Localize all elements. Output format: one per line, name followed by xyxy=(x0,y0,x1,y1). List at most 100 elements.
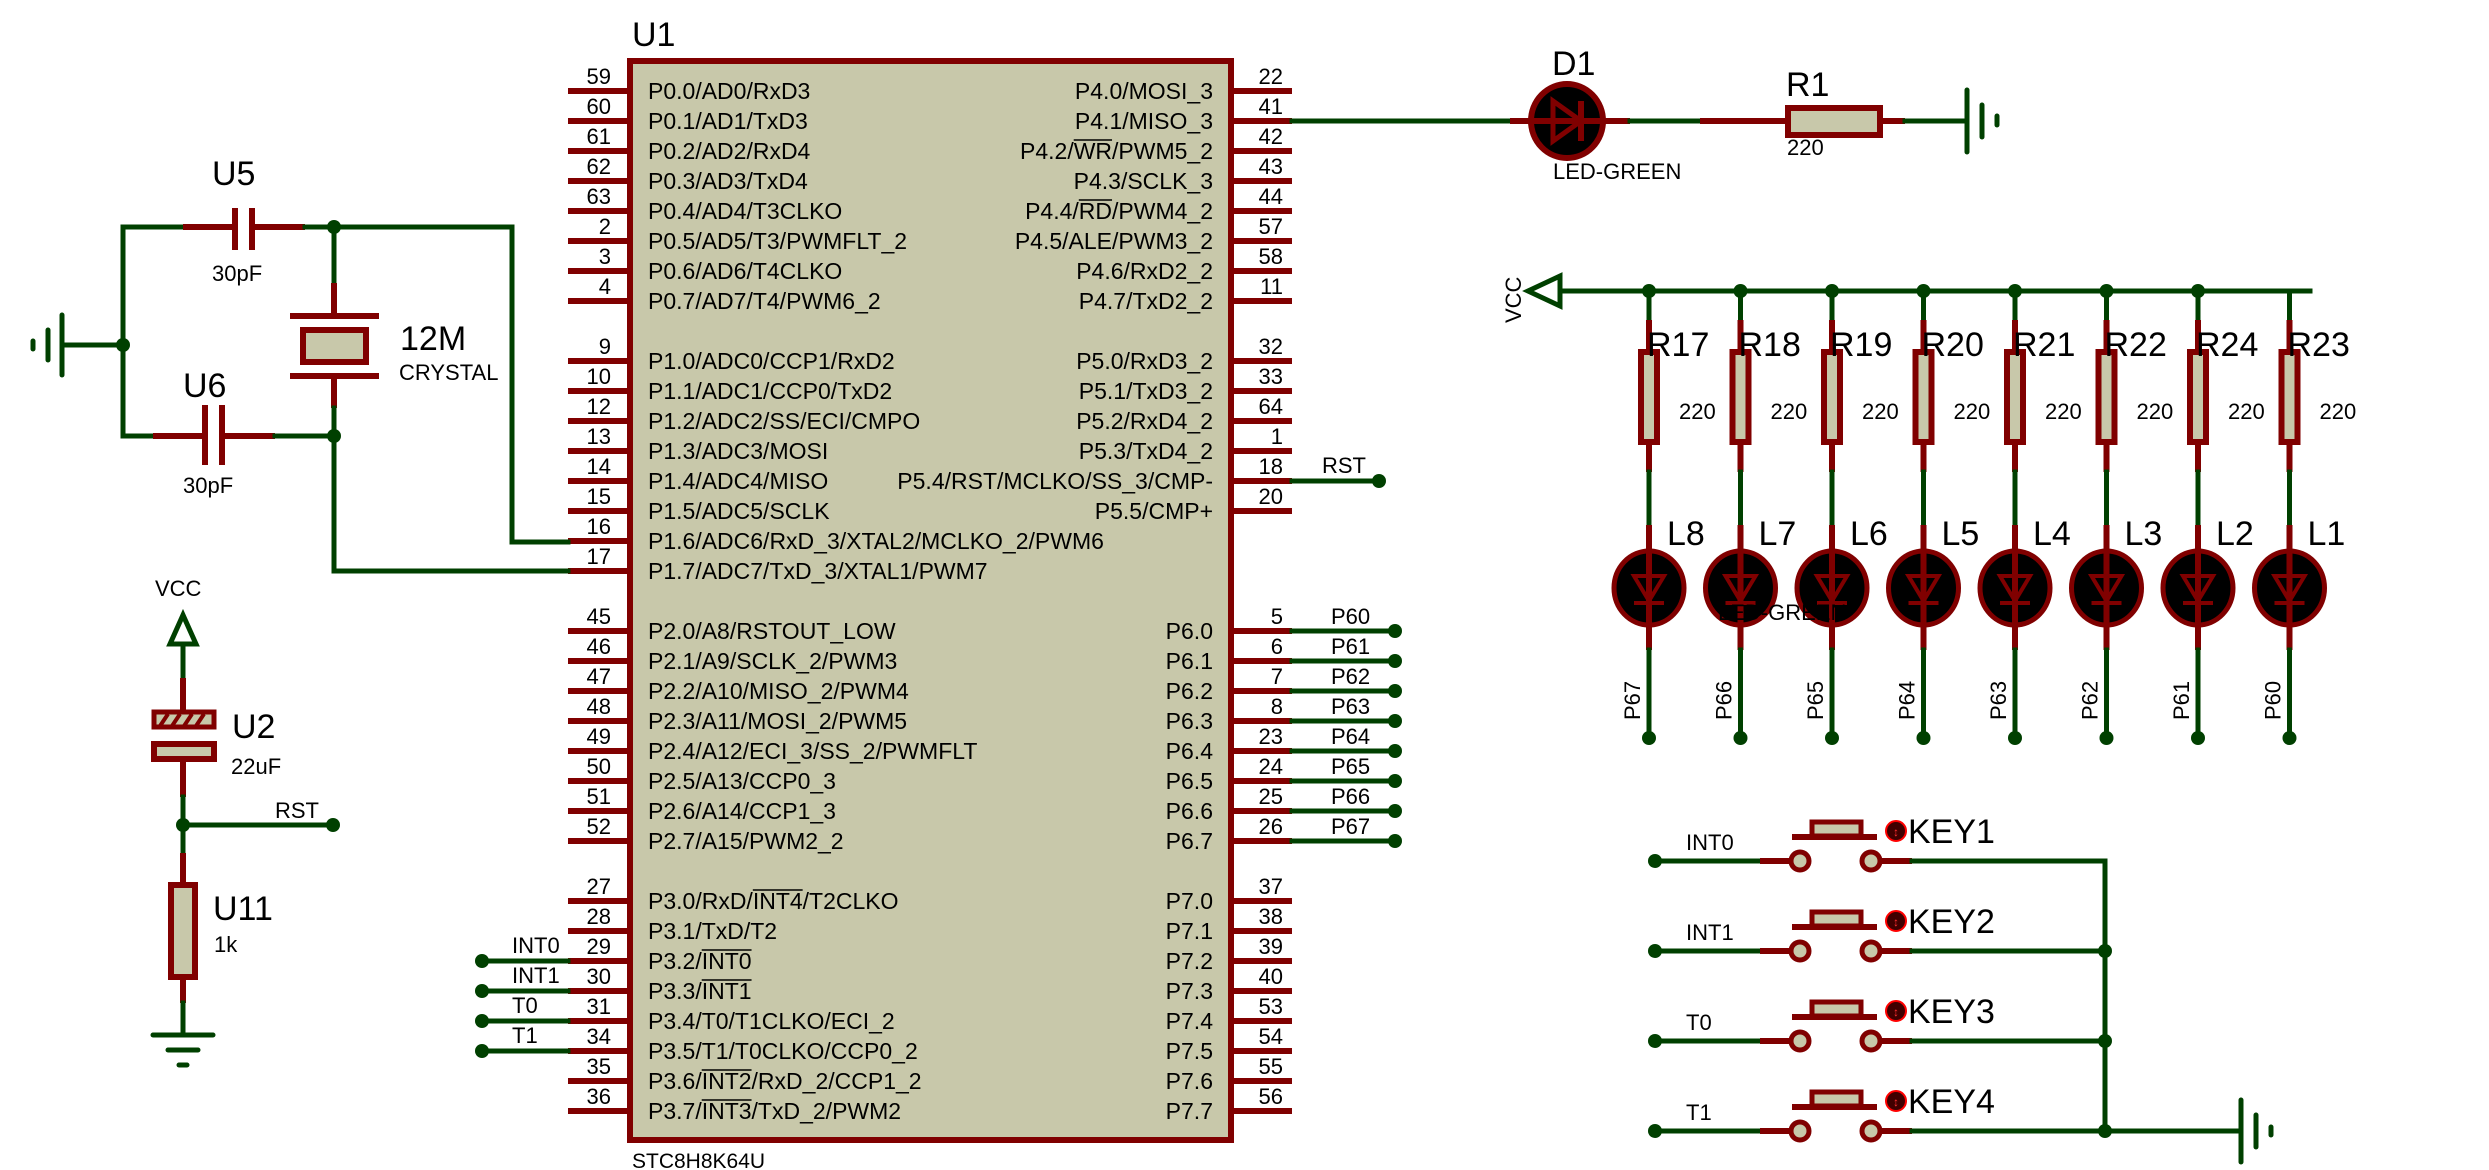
u1-pin-4[interactable]: 4P0.7/AD7/T4/PWM6_2 xyxy=(568,274,881,314)
net-stub-T1[interactable]: T1 xyxy=(475,1023,571,1058)
net-terminal[interactable] xyxy=(1916,731,1931,745)
u1-pin-1[interactable]: 1P5.3/TxD4_2 xyxy=(1079,424,1292,464)
net-terminal[interactable] xyxy=(1388,624,1402,638)
net-terminal[interactable] xyxy=(1388,744,1402,758)
resistor-body[interactable] xyxy=(1821,349,1843,445)
u2-plate-negative[interactable] xyxy=(151,741,217,762)
key-button[interactable] xyxy=(1809,999,1864,1019)
key-toggle-marker-icon[interactable] xyxy=(1885,1090,1907,1112)
net-stub-P67[interactable]: P67 xyxy=(1289,814,1402,848)
key-button[interactable] xyxy=(1809,1089,1864,1109)
net-stub-T0[interactable]: T0 xyxy=(475,993,571,1028)
net-terminal[interactable] xyxy=(2282,731,2297,745)
net-stub-P61[interactable]: P61 xyxy=(1289,634,1402,668)
u1-pin-9[interactable]: 9P1.0/ADC0/CCP1/RxD2 xyxy=(568,334,895,374)
net-terminal[interactable] xyxy=(1388,834,1402,848)
key-toggle-marker-icon[interactable] xyxy=(1885,910,1907,932)
u1-pin-8[interactable]: 8P6.3 xyxy=(1166,694,1292,734)
net-terminal[interactable] xyxy=(475,954,489,968)
resistor-body[interactable] xyxy=(2095,349,2118,445)
net-stub-P64[interactable]: P64 xyxy=(1289,724,1402,758)
net-terminal[interactable] xyxy=(1388,654,1402,668)
net-stub-P62[interactable]: P62 xyxy=(1289,664,1402,698)
key-toggle-marker-icon[interactable] xyxy=(1885,820,1907,842)
net-stub-INT1[interactable]: INT1 xyxy=(475,963,571,998)
u1-microcontroller[interactable]: U1 59P0.0/AD0/RxD360P0.1/AD1/TxD361P0.2/… xyxy=(475,16,1402,1170)
net-terminal[interactable] xyxy=(1388,774,1402,788)
net-terminal[interactable] xyxy=(1388,804,1402,818)
net-terminal[interactable] xyxy=(1372,474,1386,488)
net-terminal[interactable] xyxy=(475,984,489,998)
net-stub-P60[interactable]: P60 xyxy=(1289,604,1402,638)
rst-terminal[interactable] xyxy=(326,818,340,832)
net-terminal[interactable] xyxy=(1388,714,1402,728)
net-stub-rst[interactable]: RST xyxy=(1289,453,1386,488)
net-stub-INT0[interactable]: INT0 xyxy=(475,933,571,968)
net-stub-P63[interactable]: P63 xyxy=(1289,694,1402,728)
net-stub-P66[interactable]: P66 xyxy=(1289,784,1402,818)
resistor-body[interactable] xyxy=(1638,349,1660,445)
net-terminal[interactable] xyxy=(1733,731,1748,745)
net-terminal[interactable] xyxy=(1825,731,1839,745)
r1-body[interactable] xyxy=(1785,105,1883,138)
net-terminal[interactable] xyxy=(2191,731,2205,745)
u11-body[interactable] xyxy=(168,882,198,980)
net-terminal[interactable] xyxy=(475,1014,489,1028)
resistor-body[interactable] xyxy=(1729,349,1752,445)
resistor-body[interactable] xyxy=(2004,349,2026,445)
crystal-body[interactable] xyxy=(300,327,369,365)
resistor-body[interactable] xyxy=(2278,349,2301,445)
key-button[interactable] xyxy=(1809,819,1864,839)
net-terminal[interactable] xyxy=(1642,731,1656,745)
net-terminal[interactable] xyxy=(2099,731,2114,745)
u1-body[interactable] xyxy=(627,58,1234,1143)
u1-pin-2[interactable]: 2P0.5/AD5/T3/PWMFLT_2 xyxy=(568,214,907,254)
